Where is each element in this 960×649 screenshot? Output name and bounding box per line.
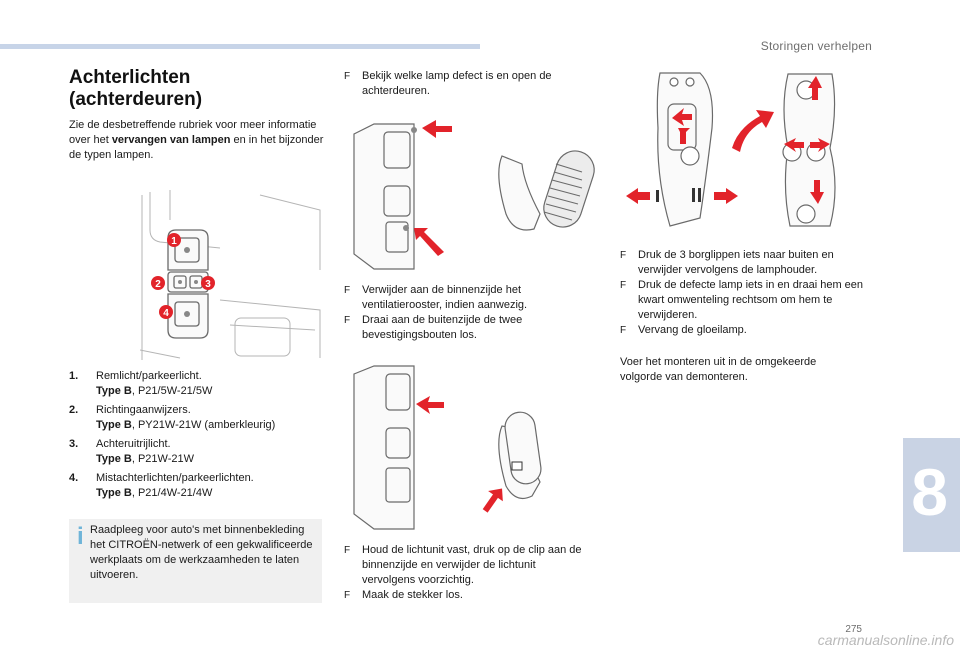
chapter-number: 8: [911, 455, 948, 529]
item-number: 4.: [69, 472, 79, 484]
bullet-box-icon: F: [344, 71, 351, 82]
lamp-type-label: Type B: [96, 419, 132, 431]
lamp-type-label: Type B: [96, 487, 132, 499]
callout-4-dot: [159, 305, 173, 319]
section-header: Storingen verhelpen: [760, 39, 872, 53]
page-number: 275: [845, 624, 862, 635]
title-line-2: (achterdeuren): [69, 89, 203, 110]
step-item: F Vervang de gloeilamp.: [620, 323, 875, 338]
step-item: F Druk de 3 borglippen iets naar buiten e…: [620, 248, 875, 278]
step-text: Vervang de gloeilamp.: [638, 324, 747, 336]
item-text: Mistachterlichten/parkeerlichten. Type B,…: [96, 471, 254, 501]
rear-light-diagram: 1 2 3 4: [140, 190, 321, 360]
list-item: 4. Mistachterlichten/parkeerlichten. Type …: [69, 471, 329, 501]
intro-bold: vervangen van lampen: [111, 134, 231, 146]
bullet-box-icon: F: [344, 590, 351, 601]
lamp-name: Achteruitrijlicht.: [96, 438, 171, 450]
header-bar: [0, 44, 480, 49]
item-number: 3.: [69, 438, 79, 450]
step-item: F Maak de stekker los.: [344, 588, 589, 603]
step-item: F Bekijk welke lamp defect is en open de …: [344, 69, 584, 99]
steps-top: F Bekijk welke lamp defect is en open de …: [344, 69, 584, 99]
bullet-box-icon: F: [344, 285, 351, 296]
step-text: Bekijk welke lamp defect is en open de a…: [362, 70, 552, 97]
callout-2: 2: [155, 279, 161, 290]
list-item: 1. Remlicht/parkeerlicht. Type B, P21/5W-2…: [69, 369, 329, 399]
page-title: Achterlichten (achterdeuren): [69, 67, 309, 111]
info-text: Raadpleeg voor auto's met binnenbekledin…: [90, 524, 313, 581]
title-line-1: Achterlichten: [69, 67, 191, 88]
step-item: F Verwijder aan de binnenzijde het ventil…: [344, 283, 584, 313]
intro-text: Zie de desbetreffende rubriek voor meer …: [69, 119, 317, 146]
callout-4: 4: [163, 308, 169, 319]
step-text: Druk de 3 borglippen iets naar buiten en…: [638, 249, 834, 276]
remove-light-unit-diagram: [353, 365, 542, 530]
bullet-box-icon: F: [344, 315, 351, 326]
bullet-box-icon: F: [344, 545, 351, 556]
bullet-box-icon: F: [620, 325, 627, 336]
step-text: Verwijder aan de binnenzijde het ventila…: [362, 284, 528, 311]
lamp-type-value: , P21/5W-21/5W: [131, 385, 213, 397]
callout-3-dot: [201, 276, 215, 290]
lamp-type-label: Type B: [96, 385, 132, 397]
chapter-tab: [903, 438, 960, 552]
remove-grille-diagram: [353, 120, 595, 270]
callout-2-dot: [151, 276, 165, 290]
closing-paragraph: Voer het monteren uit in de omgekeerde v…: [620, 356, 817, 383]
intro-paragraph: Zie de desbetreffende rubriek voor meer …: [69, 118, 324, 163]
step-text: Houd de lichtunit vast, druk op de clip …: [362, 544, 582, 586]
step-item: F Druk de defecte lamp iets in en draai h…: [620, 278, 875, 323]
list-item: 2. Richtingaanwijzers. Type B, PY21W-21W (…: [69, 403, 329, 433]
callout-1-dot: [167, 233, 181, 247]
callout-3: 3: [205, 279, 211, 290]
lamp-name: Richtingaanwijzers.: [96, 404, 191, 416]
lamp-type-value: , PY21W-21W (amberkleurig): [131, 419, 276, 431]
step-text: Draai aan de buitenzijde de twee bevesti…: [362, 314, 523, 341]
lamp-type-value: , P21/4W-21/4W: [131, 487, 213, 499]
bullet-box-icon: F: [620, 250, 627, 261]
info-icon: i: [77, 523, 84, 550]
item-text: Remlicht/parkeerlicht. Type B, P21/5W-21/…: [96, 369, 212, 399]
step-text: Maak de stekker los.: [362, 589, 463, 601]
item-text: Achteruitrijlicht. Type B, P21W-21W: [96, 437, 194, 467]
watermark: carmanualsonline.info: [817, 632, 954, 648]
step-text: Druk de defecte lamp iets in en draai he…: [638, 279, 864, 321]
lamp-name: Remlicht/parkeerlicht.: [96, 370, 202, 382]
lamp-type-value: , P21W-21W: [131, 453, 195, 465]
list-item: 3. Achteruitrijlicht. Type B, P21W-21W: [69, 437, 329, 467]
callout-1: 1: [171, 236, 177, 247]
step-item: F Draai aan de buitenzijde de twee bevest…: [344, 313, 584, 343]
lamp-list: 1.Remlicht/parkeerlicht.Type B, P21/5W-2…: [69, 369, 329, 505]
step-item: F Houd de lichtunit vast, druk op de clip…: [344, 543, 589, 588]
lamp-name: Mistachterlichten/parkeerlichten.: [96, 472, 254, 484]
intro-text-end: en in het bijzonder de typen lampen.: [69, 134, 324, 161]
info-box: [69, 519, 322, 603]
steps-bottom: F Houd de lichtunit vast, druk op de clip…: [344, 543, 589, 603]
steps-col3: F Druk de 3 borglippen iets naar buiten e…: [620, 248, 875, 338]
bullet-box-icon: F: [620, 280, 627, 291]
item-number: 1.: [69, 370, 79, 382]
lamp-type-label: Type B: [96, 453, 132, 465]
steps-mid: F Verwijder aan de binnenzijde het ventil…: [344, 283, 584, 343]
item-text: Richtingaanwijzers. Type B, PY21W-21W (am…: [96, 403, 275, 433]
lamp-holder-diagram: [626, 72, 836, 227]
item-number: 2.: [69, 404, 79, 416]
